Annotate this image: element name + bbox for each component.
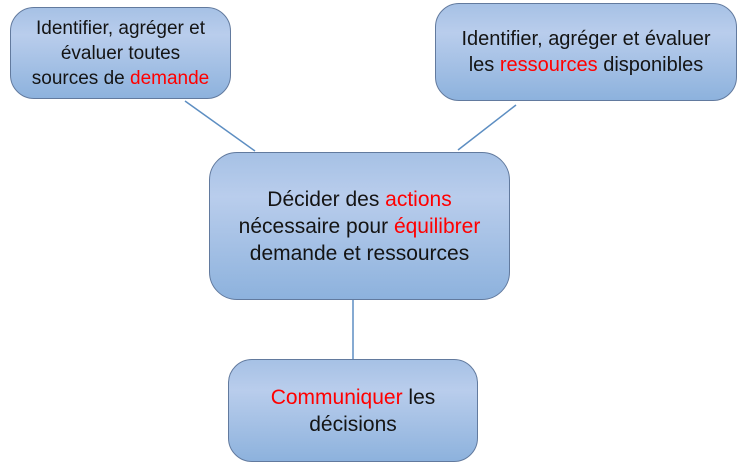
box-text-line: évaluer toutes — [60, 42, 181, 64]
box-text-line: sources de demande — [31, 67, 210, 89]
box-text-line: nécessaire pour équilibrer — [238, 214, 481, 238]
demand-box: Identifier, agréger et évaluer toutes sour… — [10, 7, 231, 99]
box-text-line: les ressources disponibles — [468, 54, 704, 76]
box-text-line: Identifier, agréger et — [36, 17, 205, 39]
communicate-box: Communiquer les décisions — [228, 359, 478, 462]
connector-resources-decide — [457, 104, 517, 151]
box-text-line: décisions — [309, 412, 397, 436]
box-text-line: Identifier, agréger et évaluer — [461, 28, 711, 50]
connector-demand-decide — [184, 100, 256, 152]
box-text-line: demande et ressources — [249, 241, 470, 265]
box-text-line: Communiquer les — [270, 385, 436, 409]
resources-box: Identifier, agréger et évaluer les ressou… — [435, 3, 737, 101]
decide-box: Décider des actions nécessaire pour équil… — [209, 152, 510, 300]
box-text-line: Décider des actions — [267, 187, 452, 211]
